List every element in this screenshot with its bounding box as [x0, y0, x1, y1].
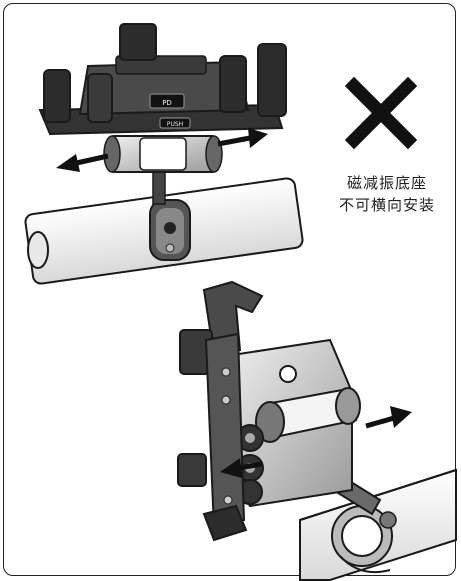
arrow-left-icon: [220, 458, 263, 478]
arrow-left-icon: [56, 153, 109, 172]
phone-holder-top: [38, 23, 287, 136]
clamp-top: [149, 199, 191, 261]
arrow-right-icon: [365, 406, 412, 429]
pd-badge: PD: [162, 99, 172, 107]
push-tag: PUSH: [167, 121, 183, 128]
caption-line-2: 不可横向安装: [338, 196, 435, 214]
caption-line-1: 磁减振底座: [346, 174, 427, 192]
bottom-detail-illustration: [177, 280, 457, 581]
x-mark-icon: [344, 76, 418, 150]
holder-arm-bottom: [177, 280, 264, 542]
warning-caption: 磁减振底座 不可横向安装: [322, 172, 452, 216]
damper-top: [103, 135, 223, 173]
damper-bottom: [224, 338, 361, 508]
stem-top: [152, 167, 166, 205]
top-mount-illustration: PD PUSH: [24, 23, 304, 285]
arrow-right-icon: [217, 128, 268, 148]
